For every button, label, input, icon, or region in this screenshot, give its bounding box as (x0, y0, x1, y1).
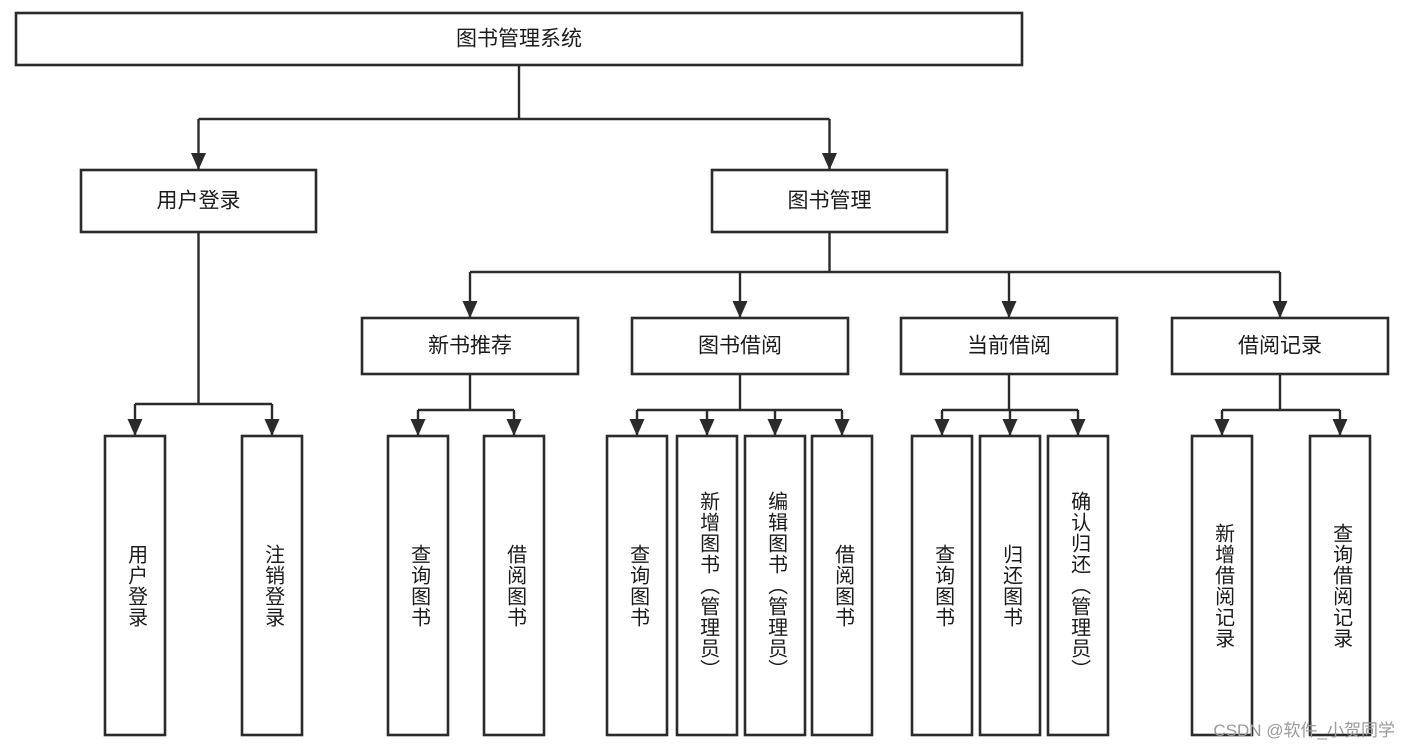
node-box-leaf-return-book[interactable] (978, 434, 1042, 737)
node-label-leaf-query-borrow-record: 查询借阅记录 (1329, 522, 1352, 649)
node-label-leaf-query-book-rec: 查询图书 (407, 543, 430, 628)
arrow-head-icon (1332, 419, 1348, 436)
node-label-new-book-rec: 新书推荐 (428, 335, 512, 358)
arrow-head-icon (191, 153, 206, 170)
node-box-leaf-confirm-return-admin[interactable] (1046, 434, 1110, 737)
connector-layer (127, 65, 1348, 436)
arrow-head-icon (1214, 419, 1230, 436)
node-label-leaf-confirm-return-admin: 确认归还（管理员） (1067, 491, 1090, 680)
arrow-head-icon (834, 419, 850, 436)
node-box-user-login[interactable] (79, 168, 318, 234)
node-box-leaf-borrow-book[interactable] (810, 434, 874, 737)
node-label-leaf-edit-book-admin: 编辑图书（管理员） (764, 491, 787, 680)
node-label-leaf-user-login: 用户登录 (124, 543, 147, 628)
node-box-current-borrow[interactable] (899, 316, 1119, 376)
node-box-book-manage[interactable] (710, 168, 949, 234)
node-label-leaf-query-book-current: 查询图书 (931, 543, 954, 628)
node-label-book-manage: 图书管理 (788, 190, 872, 213)
node-box-leaf-query-borrow-record[interactable] (1308, 434, 1372, 737)
node-box-leaf-logout[interactable] (240, 434, 304, 737)
node-label-leaf-query-book-borrow: 查询图书 (626, 543, 649, 628)
node-box-new-book-rec[interactable] (360, 316, 580, 376)
node-label-leaf-logout: 注销登录 (261, 543, 284, 628)
node-label-root: 图书管理系统 (456, 28, 582, 51)
arrow-head-icon (767, 419, 783, 436)
arrow-head-icon (1002, 419, 1018, 436)
node-box-layer (14, 11, 1390, 737)
node-box-leaf-user-login[interactable] (103, 434, 167, 737)
arrow-head-icon (822, 153, 837, 170)
node-label-book-borrow: 图书借阅 (698, 335, 782, 358)
node-box-leaf-query-book-current[interactable] (910, 434, 974, 737)
node-label-leaf-borrow-book: 借阅图书 (831, 543, 854, 628)
watermark: CSDN @软件_小贺同学 (1213, 721, 1395, 740)
arrow-head-icon (1272, 301, 1288, 318)
arrow-head-icon (127, 419, 143, 436)
node-box-leaf-query-book-borrow[interactable] (605, 434, 669, 737)
arrow-head-icon (506, 419, 522, 436)
node-label-user-login: 用户登录 (157, 190, 241, 213)
node-box-leaf-edit-book-admin[interactable] (743, 434, 807, 737)
arrow-head-icon (629, 419, 645, 436)
arrow-head-icon (264, 419, 280, 436)
node-label-leaf-add-borrow-record: 新增借阅记录 (1211, 522, 1234, 649)
node-box-leaf-add-book-admin[interactable] (675, 434, 739, 737)
node-box-leaf-add-borrow-record[interactable] (1190, 434, 1254, 737)
arrow-head-icon (1001, 301, 1017, 318)
arrow-head-icon (1070, 419, 1086, 436)
node-label-leaf-borrow-book-rec: 借阅图书 (503, 543, 526, 628)
node-box-leaf-borrow-book-rec[interactable] (482, 434, 546, 737)
arrow-head-icon (410, 419, 426, 436)
node-label-leaf-add-book-admin: 新增图书（管理员） (696, 491, 719, 680)
node-label-current-borrow: 当前借阅 (967, 335, 1051, 358)
arrow-head-icon (699, 419, 715, 436)
arrow-head-icon (934, 419, 950, 436)
node-box-leaf-query-book-rec[interactable] (386, 434, 450, 737)
node-box-book-borrow[interactable] (630, 316, 850, 376)
node-label-leaf-return-book: 归还图书 (999, 543, 1022, 628)
arrow-head-icon (732, 301, 748, 318)
node-label-borrow-record: 借阅记录 (1238, 335, 1322, 358)
node-box-borrow-record[interactable] (1170, 316, 1390, 376)
arrow-head-icon (462, 301, 478, 318)
node-box-root[interactable] (14, 11, 1024, 67)
